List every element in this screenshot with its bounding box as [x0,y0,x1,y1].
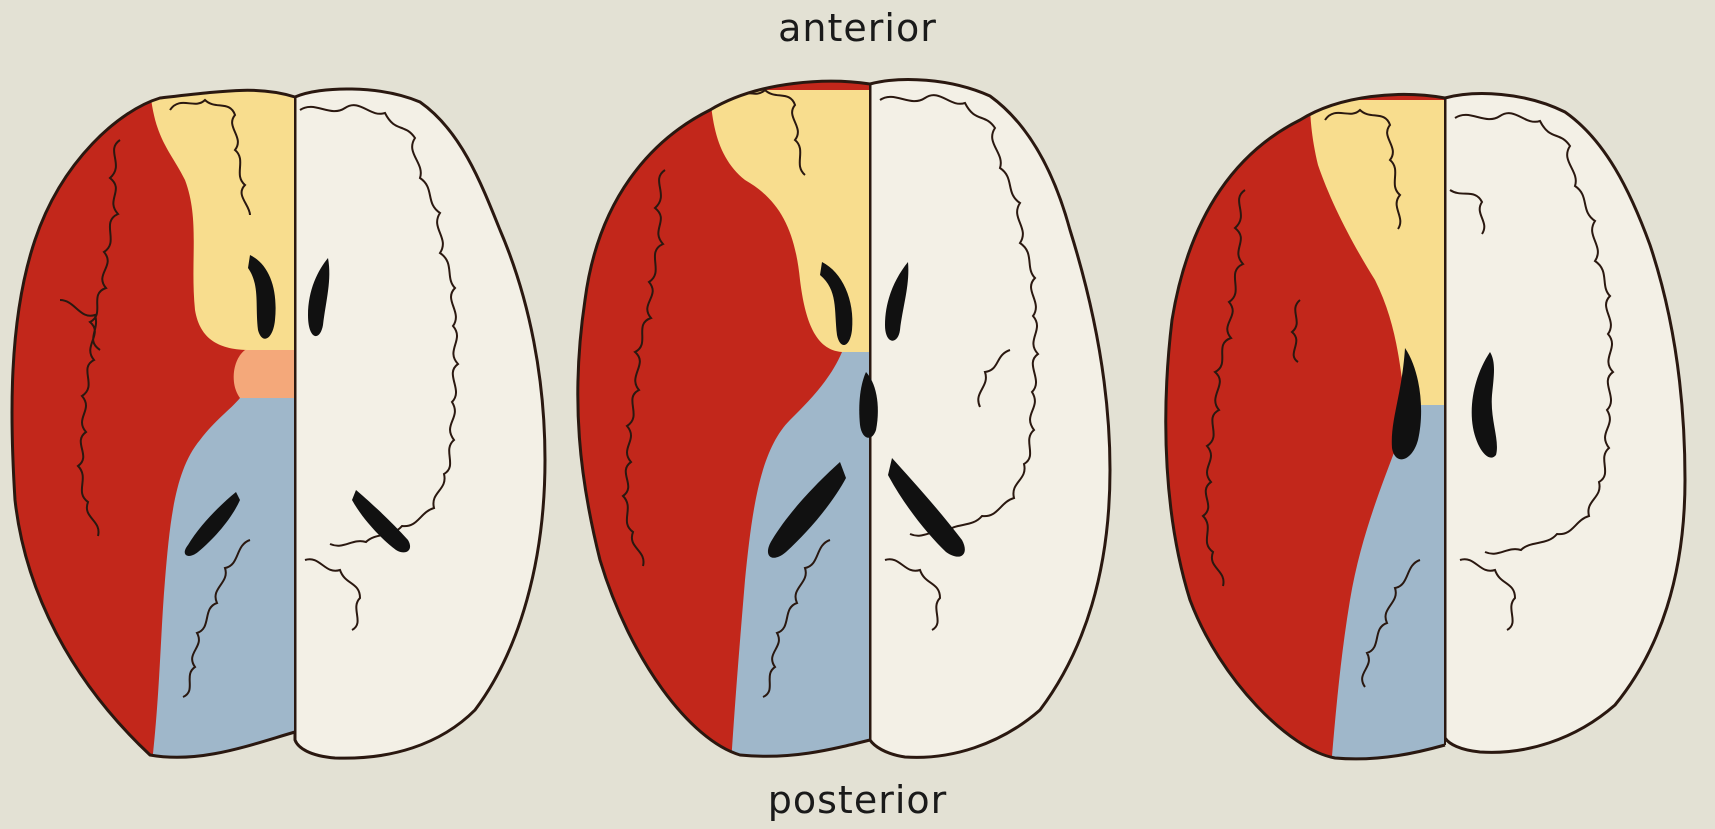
brain-3 [1150,60,1685,780]
brain-1-orange-region [234,350,300,398]
brain-2-left-regions [570,60,880,780]
brain-2-right-hemisphere [870,80,1110,758]
brain-1-right-hemisphere [295,89,545,758]
brain-1 [0,60,545,780]
posterior-label: posterior [0,778,1715,822]
brain-1-left-regions [0,60,300,780]
anterior-label: anterior [0,6,1715,50]
brain-2 [570,60,1110,780]
